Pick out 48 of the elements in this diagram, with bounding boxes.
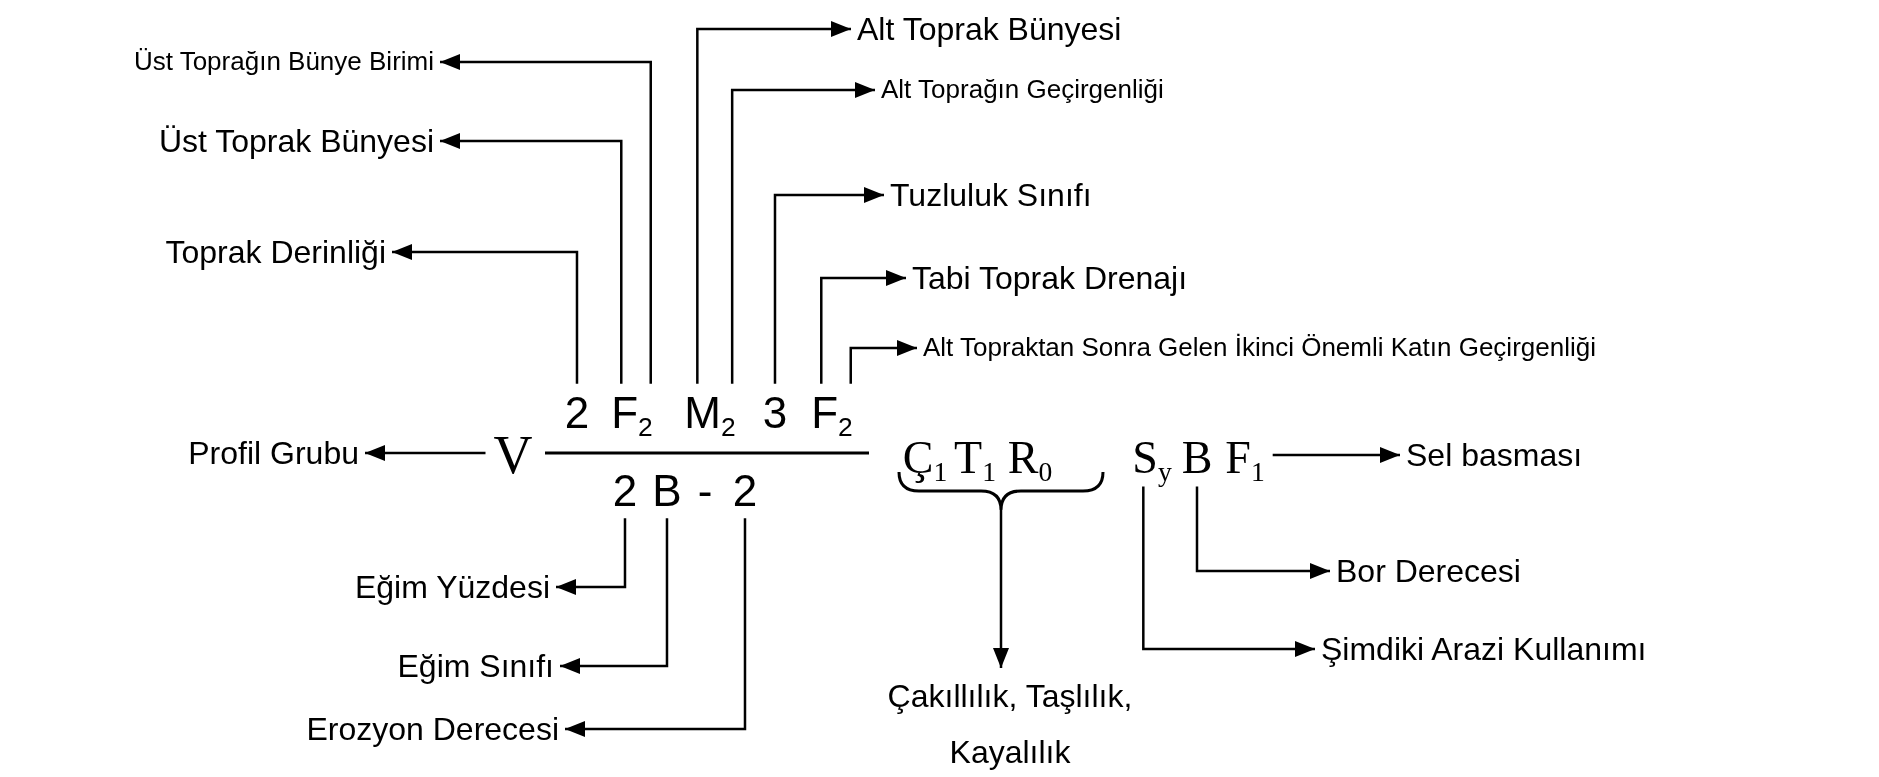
term-label: Bor Derecesi	[1330, 552, 1527, 590]
arrow	[1272, 447, 1400, 463]
term-label: Alt Toprak Bünyesi	[851, 10, 1128, 48]
arrow	[993, 510, 1009, 668]
symbol-text: B	[1179, 431, 1215, 485]
symbol-text: 2	[726, 465, 764, 517]
symbol-text: T$_{1}$	[952, 431, 998, 485]
term-label: Sel basması	[1400, 436, 1589, 474]
term-label: Alt Toprağın Geçirgenliği	[875, 75, 1170, 105]
arrow	[560, 518, 669, 674]
arrow	[849, 340, 917, 384]
symbol-text: Ç$_{1}$	[900, 431, 950, 485]
term-label: Tuzluluk Sınıfı	[884, 176, 1098, 214]
symbol-text: B	[646, 465, 688, 517]
symbol-text: V	[491, 423, 535, 487]
arrow	[1142, 486, 1315, 657]
term-label: Alt Topraktan Sonra Gelen İkinci Önemli Katın Geçirgenliği	[917, 333, 1602, 363]
term-label: Toprak Derinliği	[159, 233, 392, 271]
arrow	[696, 21, 851, 384]
arrow	[1195, 486, 1330, 579]
term-label: Üst Toprağın Bünye Birimi	[127, 47, 440, 77]
arrow	[820, 270, 906, 384]
arrow	[773, 187, 884, 384]
symbol-text: F$_{2}$	[605, 387, 659, 439]
arrow	[565, 518, 747, 737]
term-label: Erozyon Derecesi	[300, 710, 565, 748]
symbol-text: 3	[756, 387, 794, 439]
arrow	[440, 133, 623, 384]
symbol-text: -	[696, 465, 714, 517]
symbol-text: R$_{0}$	[1005, 431, 1055, 485]
arrow	[440, 54, 652, 384]
term-label: Çakıllılık, Taşlılık, Kayalılık	[849, 668, 1171, 777]
symbol-text: F$_{1}$	[1223, 431, 1267, 485]
arrow	[556, 518, 627, 595]
term-label: Eğim Sınıfı	[391, 647, 560, 685]
symbol-text: M$_{2}$	[678, 387, 742, 439]
symbol-text: 2	[558, 387, 596, 439]
arrow	[365, 445, 486, 461]
term-label: Profil Grubu	[182, 434, 365, 472]
term-label: Tabi Toprak Drenajı	[906, 259, 1194, 297]
symbol-text: 2	[606, 465, 644, 517]
arrow	[730, 82, 875, 384]
term-label: Şimdiki Arazi Kullanımı	[1315, 630, 1653, 668]
symbol-text: S$_{y}$	[1130, 431, 1174, 485]
term-label: Üst Toprak Bünyesi	[152, 122, 440, 160]
term-label: Eğim Yüzdesi	[348, 568, 556, 606]
arrow	[392, 244, 579, 384]
symbol-text: F$_{2}$	[805, 387, 859, 439]
